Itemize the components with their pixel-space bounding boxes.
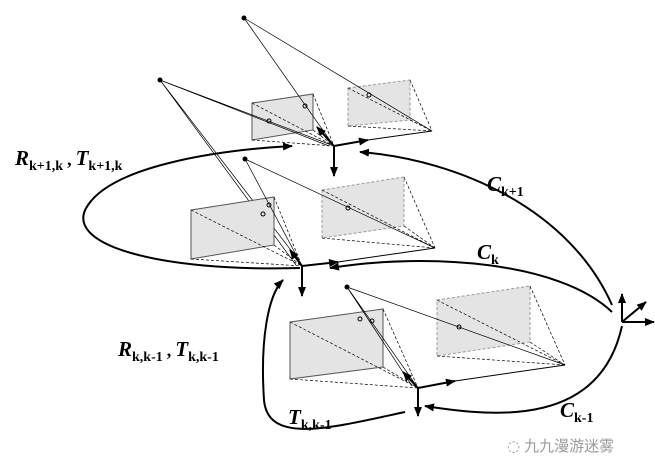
label-c: C bbox=[477, 240, 492, 264]
world-point bbox=[241, 15, 247, 21]
projection-rays bbox=[251, 79, 433, 147]
image-plane bbox=[251, 93, 314, 141]
label-separator: , bbox=[166, 340, 172, 360]
label-c-k-plus-1: Ck+1 bbox=[487, 172, 524, 205]
curve-c-k-minus-1 bbox=[424, 325, 623, 414]
label-sub: k+1,k bbox=[29, 159, 64, 174]
label-t: T bbox=[288, 405, 301, 429]
projection-point bbox=[266, 202, 272, 208]
label-sub: k+1,k bbox=[88, 159, 123, 174]
world-point bbox=[157, 77, 163, 83]
label-t: T bbox=[175, 337, 189, 361]
world-point bbox=[242, 156, 248, 162]
projection-rays bbox=[289, 285, 566, 389]
sight-lines bbox=[159, 17, 433, 266]
label-separator: , bbox=[67, 149, 72, 169]
projection-rays bbox=[190, 176, 436, 267]
label-c: C bbox=[487, 172, 502, 196]
label-sub: k,k-1 bbox=[188, 350, 219, 365]
sight-lines bbox=[244, 158, 436, 267]
watermark: ◌九九漫游迷雾 bbox=[507, 437, 614, 455]
world-point bbox=[344, 284, 350, 290]
camera-rig-k-minus-1 bbox=[289, 284, 566, 417]
projection-point bbox=[260, 211, 266, 217]
label-r: R bbox=[15, 146, 30, 170]
image-plane bbox=[190, 196, 275, 260]
camera-rig-k bbox=[190, 156, 436, 297]
projection-point bbox=[345, 205, 351, 211]
image-plane bbox=[289, 308, 384, 380]
label-sub: k-1 bbox=[574, 411, 594, 426]
world-frame-axes bbox=[618, 293, 655, 326]
label-r-t-k-plus-1: Rk+1,k,Tk+1,k bbox=[15, 146, 122, 179]
watermark-text: 九九漫游迷雾 bbox=[524, 437, 615, 455]
label-t-k-minus-1-bottom: Tk,k-1 bbox=[288, 405, 332, 438]
curve-t-k-minus-1 bbox=[261, 279, 406, 430]
label-sub: k,k-1 bbox=[300, 418, 332, 433]
projection-point bbox=[357, 316, 363, 322]
label-c-k: Ck bbox=[477, 240, 499, 273]
label-c: C bbox=[560, 398, 575, 422]
wechat-icon: ◌ bbox=[507, 437, 521, 455]
label-sub: k,k-1 bbox=[132, 350, 163, 365]
label-sub: k+1 bbox=[501, 185, 524, 200]
label-sub: k bbox=[491, 253, 499, 268]
projection-point bbox=[369, 318, 375, 324]
curve-r-t-k-plus-1 bbox=[82, 142, 301, 270]
curve-c-k bbox=[329, 259, 613, 313]
image-plane-dashed bbox=[436, 285, 531, 357]
camera-rig-k-plus-1 bbox=[157, 15, 433, 266]
projection-point bbox=[456, 324, 462, 330]
label-c-k-minus-1: Ck-1 bbox=[560, 398, 593, 431]
label-r: R bbox=[118, 337, 133, 361]
projection-point bbox=[302, 103, 308, 109]
image-plane-dashed bbox=[347, 79, 411, 127]
sight-lines bbox=[346, 286, 566, 389]
image-plane-dashed bbox=[321, 176, 405, 239]
label-r-t-k-minus-1: Rk,k-1,Tk,k-1 bbox=[118, 337, 219, 370]
camera-axes bbox=[289, 247, 436, 297]
curve-c-k-plus-1 bbox=[359, 148, 613, 306]
projection-point bbox=[266, 118, 272, 124]
label-t: T bbox=[75, 146, 89, 170]
camera-axes bbox=[402, 364, 566, 417]
projection-point bbox=[366, 92, 372, 98]
camera-axes bbox=[316, 126, 433, 177]
